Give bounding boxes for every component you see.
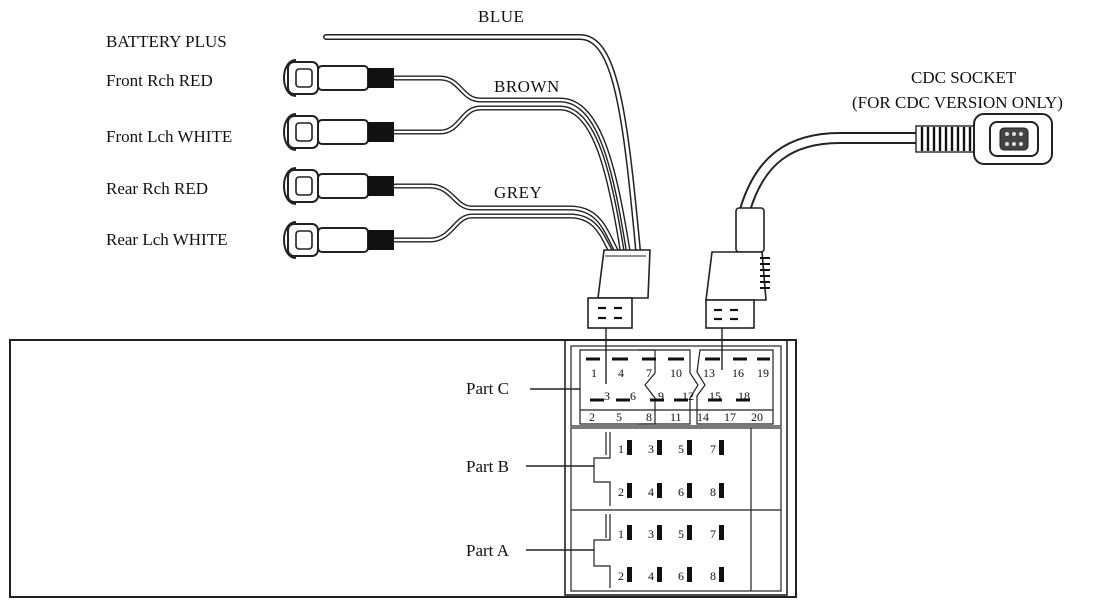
pin-c-11: 11 xyxy=(670,410,682,424)
blue-label: BLUE xyxy=(478,7,524,26)
pin-c-14: 14 xyxy=(697,410,709,424)
pin-a-6: 6 xyxy=(678,569,684,583)
head-unit-body xyxy=(9,339,797,598)
pin-c-4: 4 xyxy=(618,366,624,380)
pin-a-5: 5 xyxy=(678,527,684,541)
rear-rch-label: Rear Rch RED xyxy=(106,179,208,198)
part-c-housing xyxy=(579,349,774,425)
pin-c-12: 12 xyxy=(682,389,694,403)
pin-c-3: 3 xyxy=(604,389,610,403)
part-b-housing xyxy=(593,432,611,506)
part-c-slots xyxy=(586,357,770,402)
cdc-socket-label: CDC SOCKET xyxy=(911,68,1017,87)
pin-c-17: 17 xyxy=(724,410,736,424)
pin-a-8: 8 xyxy=(710,569,716,583)
rca-plug-rear-rch xyxy=(283,167,394,205)
pin-c-9: 9 xyxy=(658,389,664,403)
cdc-plug xyxy=(705,207,770,370)
rear-lch-label: Rear Lch WHITE xyxy=(106,230,227,249)
pin-b-7: 7 xyxy=(710,442,716,456)
part-labels: Part C Part B Part A xyxy=(466,379,594,560)
pin-c-20: 20 xyxy=(751,410,763,424)
part-b-label: Part B xyxy=(466,457,509,476)
wire-labels: BATTERY PLUS Front Rch RED Front Lch WHI… xyxy=(106,7,1063,249)
part-c-label: Part C xyxy=(466,379,509,398)
iso-connector-block xyxy=(564,339,788,596)
part-a-housing xyxy=(593,514,611,588)
grey-wire-rear-lch xyxy=(392,213,613,253)
front-lch-label: Front Lch WHITE xyxy=(106,127,232,146)
pin-c-6: 6 xyxy=(630,389,636,403)
pin-b-6: 6 xyxy=(678,485,684,499)
pin-c-8: 8 xyxy=(646,410,652,424)
cdc-note-label: (FOR CDC VERSION ONLY) xyxy=(852,93,1063,112)
pin-a-2: 2 xyxy=(618,569,624,583)
part-a-label: Part A xyxy=(466,541,510,560)
brown-wire-front-lch xyxy=(392,105,625,253)
pin-a-1: 1 xyxy=(618,527,624,541)
pin-b-4: 4 xyxy=(648,485,654,499)
harness-plug xyxy=(587,249,651,384)
pin-c-5: 5 xyxy=(616,410,622,424)
part-b-pins: 1 3 5 7 2 4 6 8 xyxy=(618,440,724,499)
grey-label: GREY xyxy=(494,183,542,202)
pin-c-7: 7 xyxy=(646,366,652,380)
pin-b-2: 2 xyxy=(618,485,624,499)
pin-b-3: 3 xyxy=(648,442,654,456)
front-rch-label: Front Rch RED xyxy=(106,71,213,90)
cdc-socket-connector xyxy=(915,113,1053,165)
battery-plus-label: BATTERY PLUS xyxy=(106,32,227,51)
pin-c-18: 18 xyxy=(738,389,750,403)
pin-c-2: 2 xyxy=(589,410,595,424)
part-c-pin-numbers: 1 4 7 10 13 16 19 3 6 9 12 15 18 2 5 8 1… xyxy=(589,366,769,424)
pin-c-15: 15 xyxy=(709,389,721,403)
wire-harness xyxy=(323,34,922,253)
pin-b-1: 1 xyxy=(618,442,624,456)
pin-b-5: 5 xyxy=(678,442,684,456)
pin-a-4: 4 xyxy=(648,569,654,583)
rca-plug-front-lch xyxy=(283,113,394,151)
part-a-pins: 1 3 5 7 2 4 6 8 xyxy=(618,525,724,583)
rca-plug-front-rch xyxy=(283,59,394,97)
pin-c-1: 1 xyxy=(591,366,597,380)
pin-c-19: 19 xyxy=(757,366,769,380)
pin-c-10: 10 xyxy=(670,366,682,380)
pin-c-13: 13 xyxy=(703,366,715,380)
brown-label: BROWN xyxy=(494,77,560,96)
pin-a-3: 3 xyxy=(648,527,654,541)
pin-c-16: 16 xyxy=(732,366,744,380)
rca-plug-rear-lch xyxy=(283,221,394,259)
cdc-cable xyxy=(739,132,922,216)
pin-a-7: 7 xyxy=(710,527,716,541)
pin-b-8: 8 xyxy=(710,485,716,499)
